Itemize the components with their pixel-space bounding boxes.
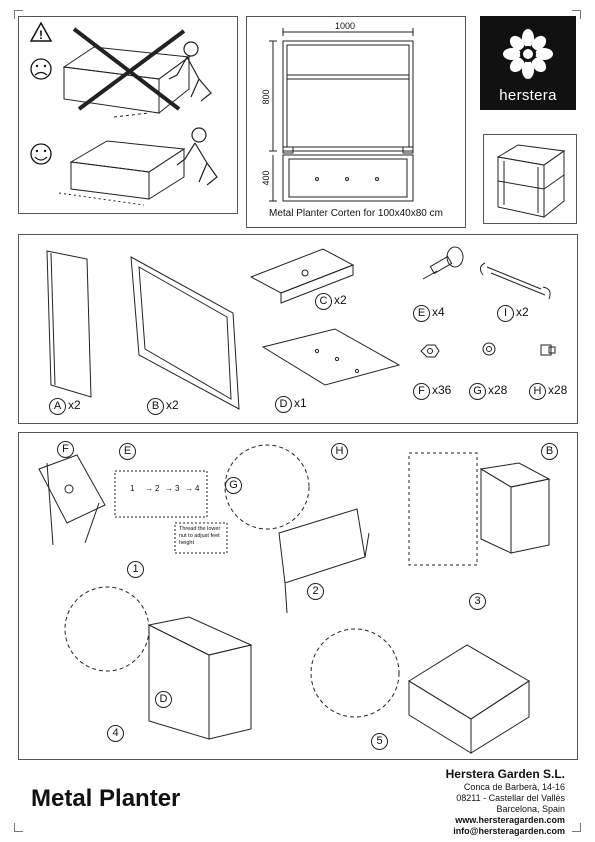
assembly-steps-panel: 1 → 2 → 3 → 4 Thread the lower nut to ad… xyxy=(18,432,578,760)
step3-detail-box xyxy=(408,452,478,566)
part-a-panel xyxy=(46,250,92,398)
step-5-number: 5 xyxy=(371,733,390,750)
step1-bracket xyxy=(38,454,106,524)
planter-caption: Metal Planter Corten for 100x40x80 cm xyxy=(269,208,443,219)
part-e-foot-bolt xyxy=(422,246,464,280)
step2-detail-circle xyxy=(224,444,310,530)
svg-text:4: 4 xyxy=(195,484,200,493)
warning-triangle-icon xyxy=(29,21,53,42)
svg-text:→: → xyxy=(145,484,153,493)
step5-box-top xyxy=(408,644,530,720)
wrong-lifting-drawing xyxy=(62,27,191,118)
step1-sequence-box xyxy=(114,470,208,518)
part-h-bolt xyxy=(540,344,556,356)
step4-box-top xyxy=(147,616,253,656)
part-b-frame xyxy=(130,256,240,410)
step5-detail-circle xyxy=(310,628,400,718)
step1-note: Thread the lower nut to adjust feet heig… xyxy=(179,526,221,546)
company-address-1: Conca de Barberà, 14-16 xyxy=(463,782,565,792)
happy-face-icon xyxy=(30,143,52,165)
callout-b: B xyxy=(541,443,560,460)
callout-d: D xyxy=(155,691,174,708)
crop-mark-bottom-right xyxy=(572,823,581,832)
step-2-number: 2 xyxy=(307,583,326,600)
company-website[interactable]: www.hersteragarden.com xyxy=(455,815,565,825)
callout-g: G xyxy=(225,477,244,494)
lifting-warning-panel: ! xyxy=(18,16,238,214)
company-address-2: 08211 - Castellar del Vallès xyxy=(456,793,565,803)
step4-detail-circle xyxy=(64,586,150,672)
step-3-number: 3 xyxy=(469,593,488,610)
document-title: Metal Planter xyxy=(31,785,181,812)
part-g-washer xyxy=(482,342,496,356)
company-email[interactable]: info@hersteragarden.com xyxy=(453,826,565,836)
svg-text:→: → xyxy=(165,484,173,493)
step2-rail xyxy=(278,508,366,584)
crop-mark-bottom-left xyxy=(14,823,23,832)
person-kneeling-icon xyxy=(168,41,212,102)
assembled-planter-drawing xyxy=(496,144,566,219)
dimensions-panel: 1000 800 400 Metal Planter Corten for 10… xyxy=(246,16,466,228)
crop-mark-top-left xyxy=(14,10,23,19)
assembly-drawings: 1 → 2 → 3 → 4 xyxy=(38,444,551,754)
crop-mark-top-right xyxy=(572,10,581,19)
step-4-number: 4 xyxy=(107,725,126,742)
person-kneeling-icon xyxy=(176,127,218,186)
part-d-bottom xyxy=(261,328,401,386)
svg-text:2: 2 xyxy=(155,484,160,493)
callout-h: H xyxy=(331,443,350,460)
svg-text:3: 3 xyxy=(175,484,180,493)
svg-text:→: → xyxy=(185,484,193,493)
part-i-wrench xyxy=(479,262,551,300)
assembled-preview-panel xyxy=(483,134,577,224)
company-name: Herstera Garden S.L. xyxy=(445,767,565,781)
callout-f: F xyxy=(57,441,76,458)
svg-text:1: 1 xyxy=(130,484,135,493)
sad-face-icon xyxy=(30,58,52,80)
company-address-3: Barcelona, Spain xyxy=(496,804,565,814)
correct-lifting-drawing xyxy=(58,140,186,206)
parts-drawings xyxy=(46,246,556,410)
dimension-drawing: 1000 800 400 xyxy=(261,21,414,202)
dimension-depth: 400 xyxy=(261,170,271,185)
flower-logo-icon xyxy=(503,29,553,79)
callout-e: E xyxy=(119,443,138,460)
company-block: Herstera Garden S.L. Conca de Barberà, 1… xyxy=(446,767,565,837)
step1-note-box xyxy=(174,522,228,554)
herstera-logo: herstera xyxy=(480,16,576,110)
dimension-height: 800 xyxy=(261,89,271,104)
warning-mark: ! xyxy=(39,28,43,42)
part-f-nut xyxy=(420,344,440,358)
brand-name: herstera xyxy=(499,87,557,104)
lifting-warning-illustration: ! xyxy=(29,21,218,206)
dimension-width: 1000 xyxy=(335,21,355,31)
step-1-number: 1 xyxy=(127,561,146,578)
